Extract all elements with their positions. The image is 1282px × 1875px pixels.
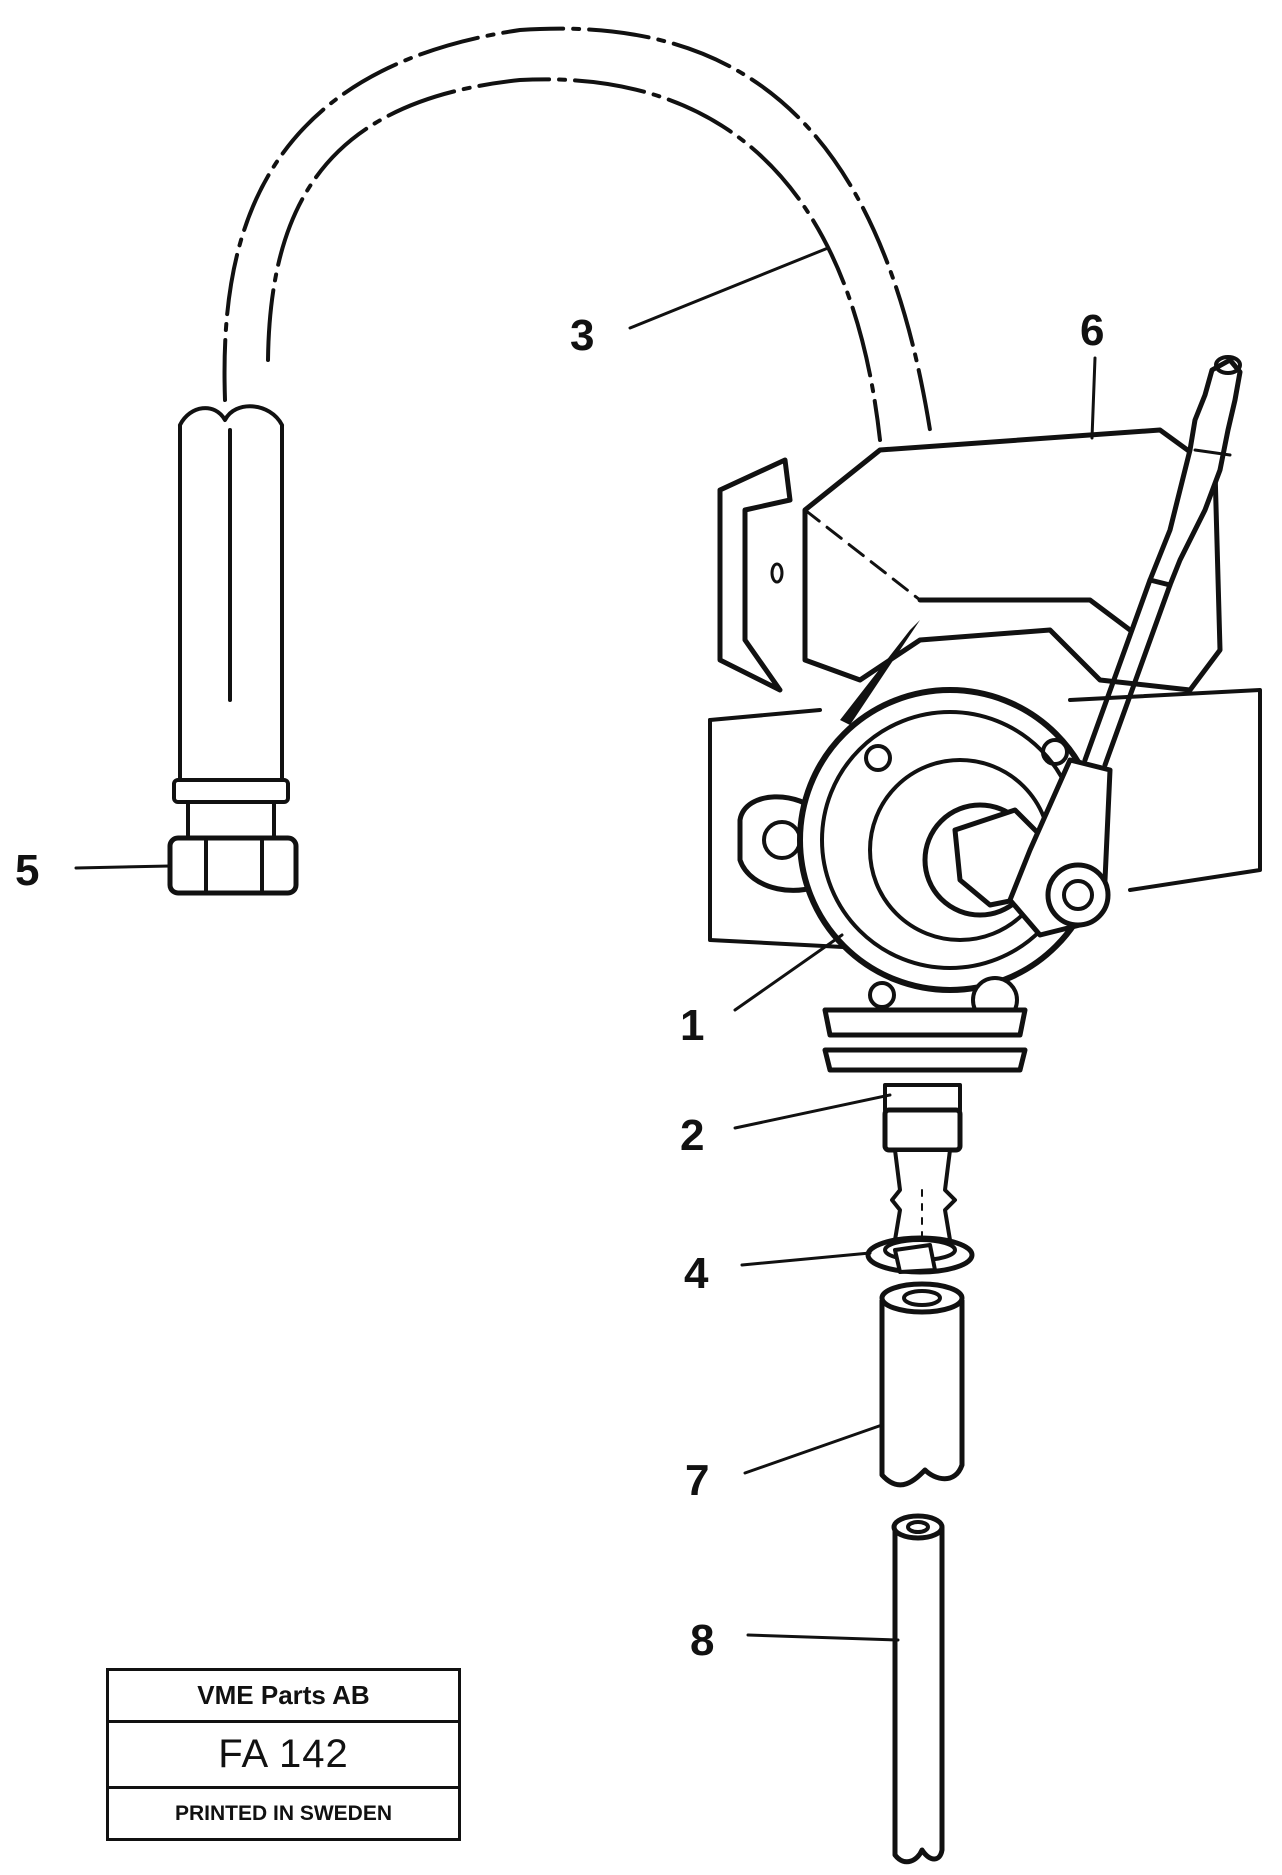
pipe-part-5 bbox=[167, 404, 299, 896]
callout-2: 2 bbox=[680, 1111, 704, 1160]
callout-4: 4 bbox=[684, 1249, 709, 1298]
mounting-plate bbox=[708, 688, 1262, 952]
hose-part-7 bbox=[879, 1281, 965, 1488]
callout-8: 8 bbox=[690, 1616, 714, 1665]
hose-part-8 bbox=[891, 1513, 945, 1865]
leader-lines bbox=[74, 246, 1097, 1642]
title-block: VME Parts AB FA 142 PRINTED IN SWEDEN bbox=[106, 1668, 461, 1841]
printed-in-label: PRINTED IN SWEDEN bbox=[174, 1801, 392, 1825]
pump-lever bbox=[1082, 355, 1243, 768]
company-name: VME Parts AB bbox=[109, 1671, 458, 1723]
bracket-part-6 bbox=[717, 427, 1223, 725]
clamp-part-4 bbox=[865, 1235, 975, 1275]
callout-7: 7 bbox=[685, 1456, 709, 1505]
callout-6: 6 bbox=[1080, 306, 1104, 355]
outlet-part-2 bbox=[822, 1007, 1028, 1252]
callout-5: 5 bbox=[15, 846, 39, 895]
callout-3: 3 bbox=[570, 311, 594, 360]
pump-part-1 bbox=[737, 687, 1113, 1024]
diagram-code: FA 142 bbox=[109, 1723, 458, 1789]
hose-part-3 bbox=[222, 26, 932, 442]
callout-1: 1 bbox=[680, 1001, 704, 1050]
